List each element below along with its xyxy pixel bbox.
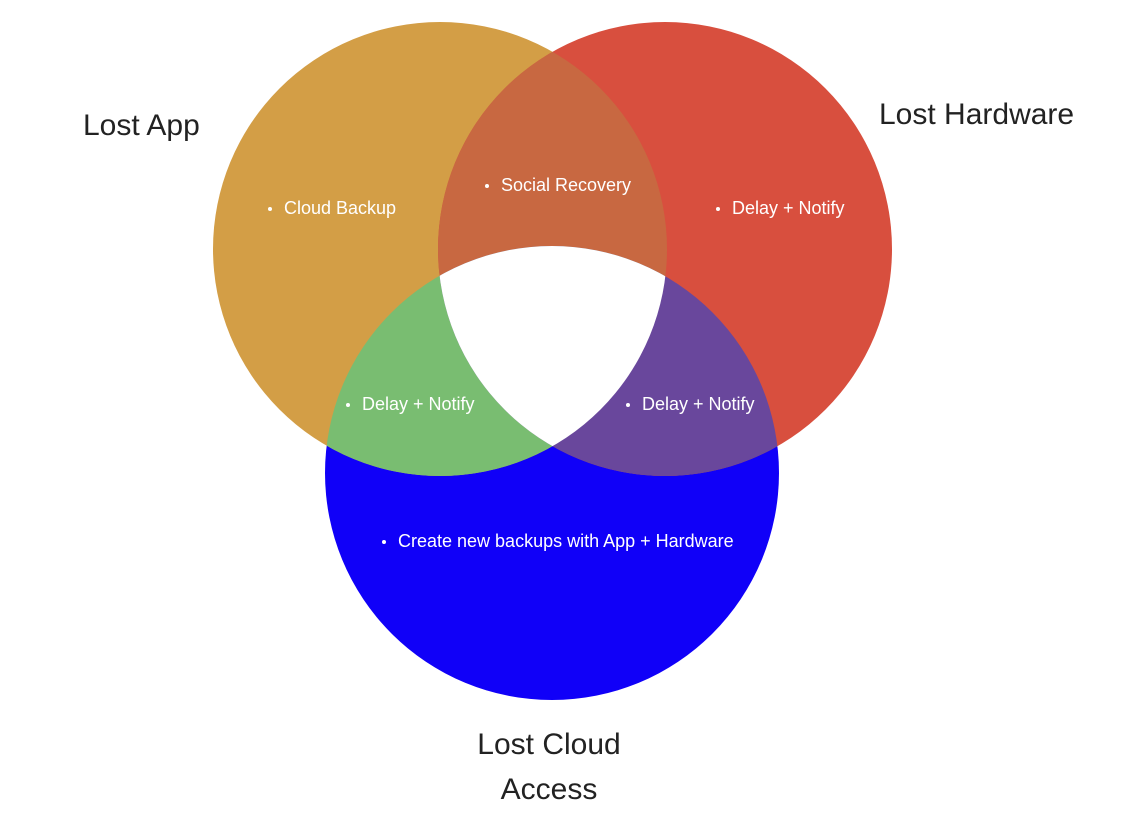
region-app-hardware-text: Social Recovery bbox=[501, 175, 632, 195]
region-app-cloud: Delay + Notify bbox=[346, 394, 475, 415]
region-app-only-text: Cloud Backup bbox=[284, 198, 397, 218]
lost-cloud-label-line1: Lost Cloud bbox=[477, 728, 621, 761]
region-hardware-only: Delay + Notify bbox=[716, 198, 845, 219]
bullet-icon bbox=[716, 206, 720, 211]
lost-cloud-label-line2: Access bbox=[500, 773, 598, 806]
region-app-cloud-text: Delay + Notify bbox=[362, 394, 475, 414]
bullet-icon bbox=[626, 402, 630, 407]
region-hardware-cloud-text: Delay + Notify bbox=[642, 394, 755, 414]
region-app-hardware: Social Recovery bbox=[485, 175, 631, 196]
region-app-only: Cloud Backup bbox=[268, 198, 396, 219]
region-cloud-only: Create new backups with App + Hardware bbox=[382, 531, 734, 552]
region-hardware-only-text: Delay + Notify bbox=[732, 198, 845, 218]
region-cloud-only-text: Create new backups with App + Hardware bbox=[398, 531, 734, 551]
region-hardware-cloud: Delay + Notify bbox=[626, 394, 755, 415]
bullet-icon bbox=[268, 206, 272, 211]
bullet-icon bbox=[346, 402, 350, 407]
bullet-icon bbox=[382, 539, 386, 544]
lost-hardware-label: Lost Hardware bbox=[879, 98, 1075, 131]
bullet-icon bbox=[485, 183, 489, 188]
lost-cloud-label: Lost Cloud Access bbox=[450, 722, 648, 812]
lost-app-label: Lost App bbox=[83, 109, 200, 142]
